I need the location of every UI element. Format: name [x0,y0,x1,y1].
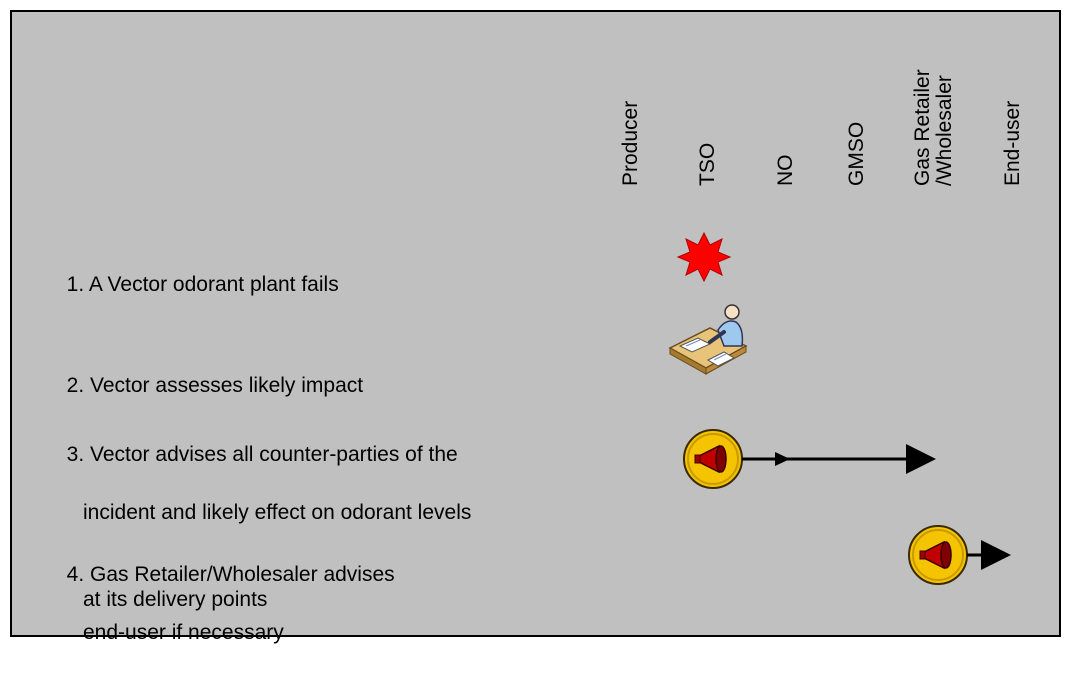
step-3-text: 3. Vector advises all counter-parties of… [55,411,472,643]
step-3-line-3: at its delivery points [83,588,268,611]
diagram-graphics [668,231,1011,585]
step-4-line-2: end-user if necessary [83,621,284,644]
step-4-line-1: 4. Gas Retailer/Wholesaler advises [66,563,395,586]
step-1-text: 1. A Vector odorant plant fails [55,241,339,299]
step-3-line-2: incident and likely effect on odorant le… [83,501,472,524]
step-3-line-1: 3. Vector advises all counter-parties of… [66,443,458,466]
diagram-panel [10,10,1061,637]
megaphone-icon [908,525,968,585]
step-4-text: 4. Gas Retailer/Wholesaler advises end-u… [55,531,395,676]
notification-arrow-tso-to-retailer [742,444,936,474]
step-1-line-1: 1. A Vector odorant plant fails [66,273,339,296]
step-2-line-1: 2. Vector assesses likely impact [66,374,364,397]
person-at-desk-icon [668,304,748,375]
explosion-star-icon [676,231,732,283]
megaphone-icon [683,429,743,489]
step-2-text: 2. Vector assesses likely impact [55,342,363,400]
